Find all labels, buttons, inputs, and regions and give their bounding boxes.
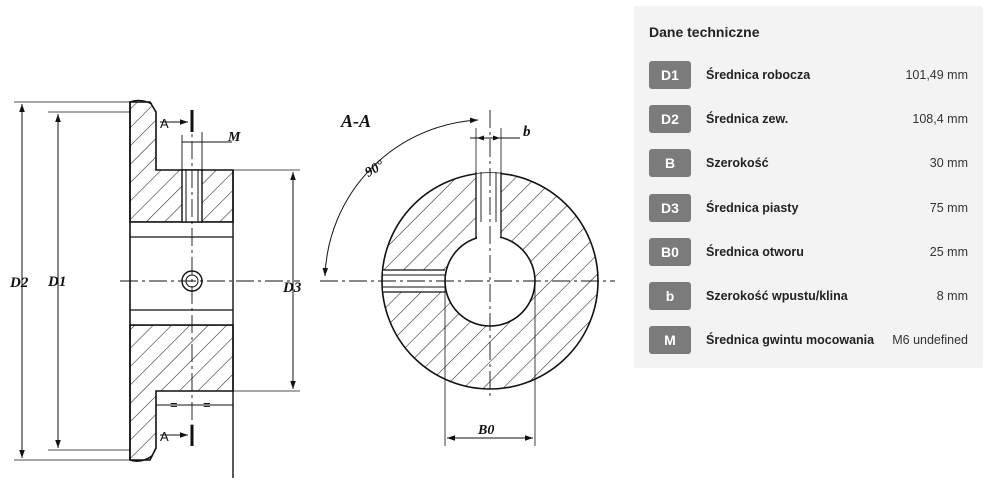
section-mark-top: A (160, 116, 169, 131)
front-view: A-A 90° b B0 (320, 110, 615, 446)
spec-badge: b (649, 282, 691, 311)
section-mark-bottom: A (160, 429, 169, 444)
spec-row-b-keyway: b Szerokość wpustu/klina 8 mm (649, 274, 968, 318)
angle-label: 90° (363, 158, 388, 181)
spec-badge: B (649, 149, 691, 178)
spec-value: 25 mm (929, 244, 968, 259)
keyway-slot (476, 173, 501, 225)
spec-value: 75 mm (929, 200, 968, 215)
technical-data-panel: Dane techniczne D1 Średnica robocza 101,… (634, 6, 983, 368)
spec-badge: D2 (649, 105, 691, 134)
bore-band (130, 222, 233, 325)
spec-label: Szerokość (706, 156, 769, 171)
spec-row-d3: D3 Średnica piasty 75 mm (649, 186, 968, 230)
spec-value: 8 mm (936, 289, 968, 304)
spec-value: M6 undefined (892, 333, 968, 348)
spec-badge: B0 (649, 237, 691, 266)
section-title: A-A (340, 111, 371, 131)
dim-label-d1: D1 (47, 274, 66, 290)
spec-value: 108,4 mm (912, 112, 968, 127)
angle-arc (322, 117, 479, 277)
technical-drawing: A A = = M D2 D1 D3 A-A (9, 99, 615, 478)
dim-label-d2: D2 (9, 275, 29, 291)
dim-label-d3: D3 (282, 280, 302, 296)
panel-title: Dane techniczne (649, 24, 760, 40)
equal-mark-left: = (170, 397, 178, 412)
spec-label: Średnica gwintu mocowania (706, 333, 875, 348)
spec-label: Średnica otworu (706, 244, 804, 259)
spec-row-d1: D1 Średnica robocza 101,49 mm (649, 53, 968, 97)
side-view: A A = = M D2 D1 D3 (9, 99, 302, 478)
rim-lower-section (129, 324, 234, 461)
spec-label: Średnica zew. (706, 112, 789, 127)
spec-row-b0: B0 Średnica otworu 25 mm (649, 230, 968, 274)
spec-badge: D3 (649, 193, 691, 222)
spec-row-m: M Średnica gwintu mocowania M6 undefined (649, 318, 968, 362)
spec-list: D1 Średnica robocza 101,49 mm D2 Średnic… (649, 53, 968, 362)
spec-value: 30 mm (929, 156, 968, 171)
spec-label: Średnica robocza (706, 68, 811, 83)
dim-label-b: b (523, 124, 531, 140)
dim-label-m: M (227, 130, 241, 145)
spec-row-b: B Szerokość 30 mm (649, 141, 968, 185)
spec-label: Szerokość wpustu/klina (706, 289, 848, 304)
spec-label: Średnica piasty (706, 200, 799, 215)
spec-value: 101,49 mm (905, 68, 968, 83)
spec-badge: D1 (649, 61, 691, 90)
dim-label-b0: B0 (477, 423, 494, 438)
spec-badge: M (649, 326, 691, 355)
equal-mark-right: = (203, 397, 211, 412)
spec-row-d2: D2 Średnica zew. 108,4 mm (649, 97, 968, 141)
